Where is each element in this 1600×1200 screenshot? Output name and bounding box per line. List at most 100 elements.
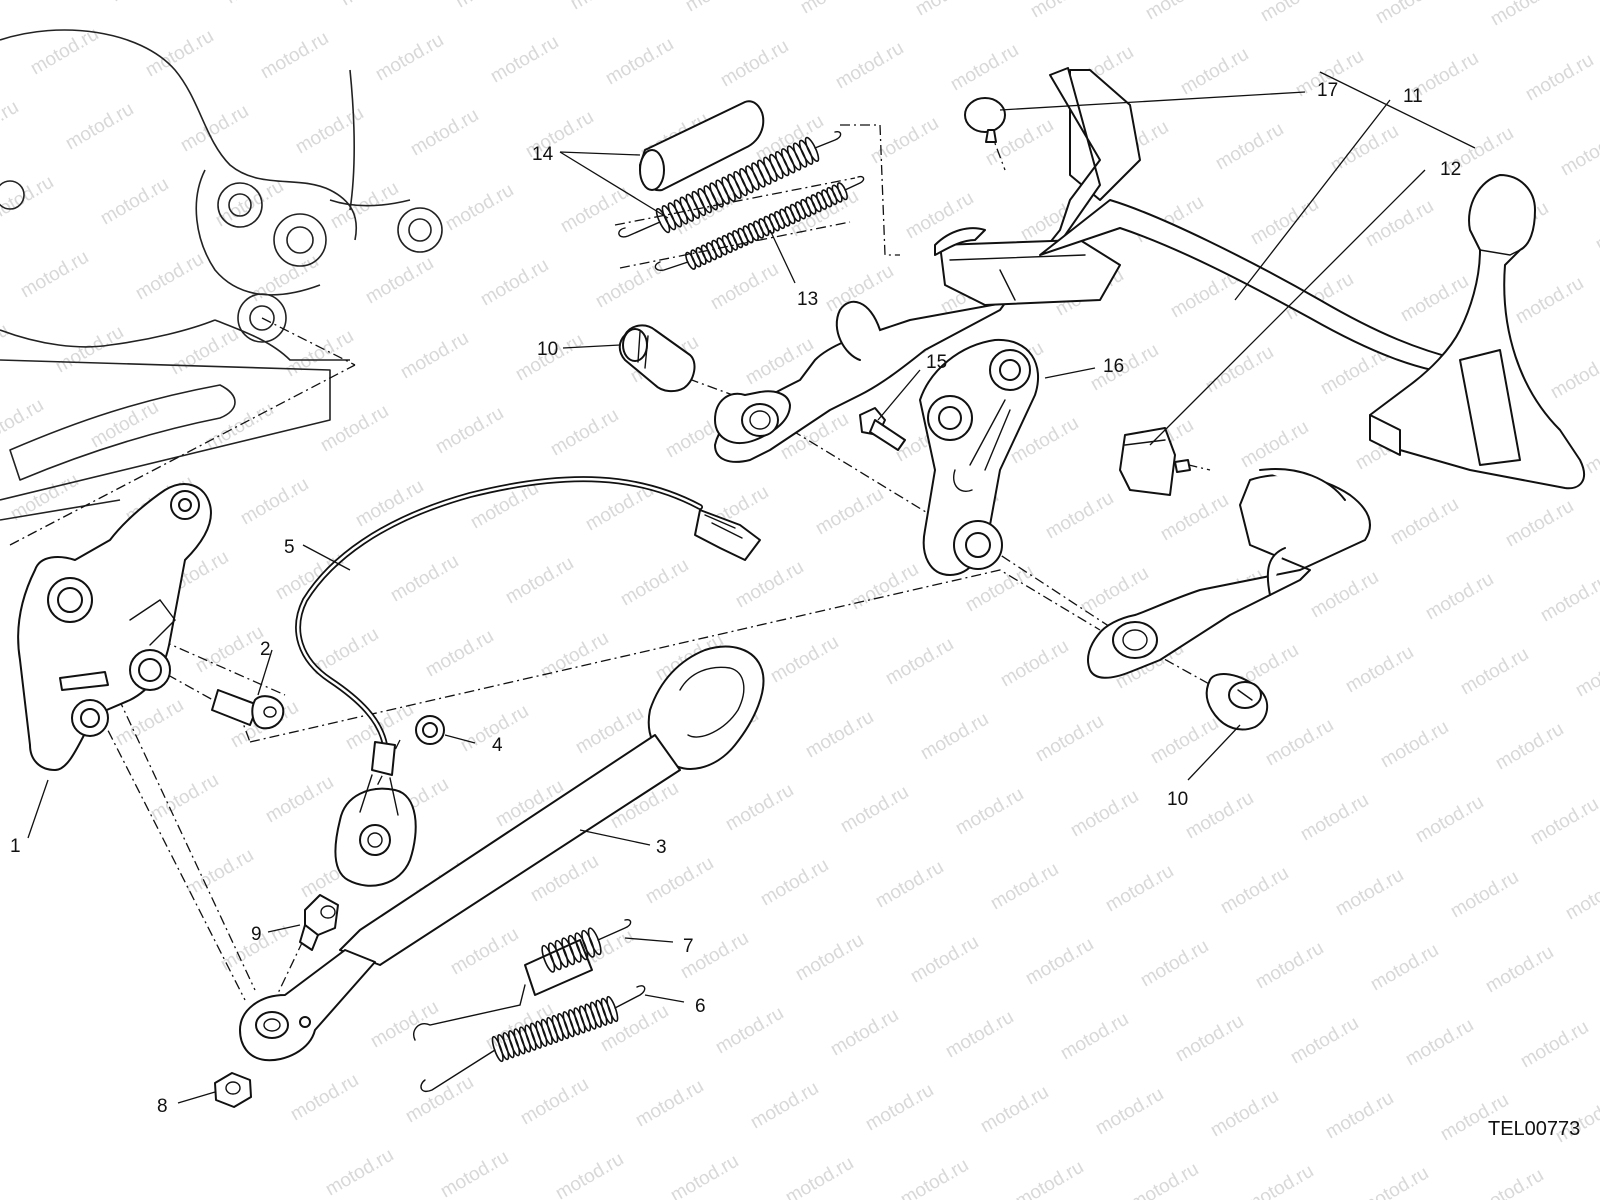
watermark-text: motod.ru	[1557, 125, 1600, 181]
watermark-text: motod.ru	[0, 395, 47, 451]
watermark-text: motod.ru	[87, 397, 162, 453]
watermark-text: motod.ru	[1257, 0, 1332, 26]
watermark-text: motod.ru	[862, 1080, 937, 1136]
watermark-text: motod.ru	[372, 30, 447, 86]
callout-7: 7	[683, 936, 694, 957]
part-11-center-stand	[714, 67, 1585, 679]
watermark-text: motod.ru	[552, 1149, 627, 1200]
part-12-rubber-pad	[1119, 427, 1191, 496]
callout-1: 1	[10, 836, 21, 857]
watermark-text: motod.ru	[1487, 0, 1562, 30]
watermark-text: motod.ru	[447, 924, 522, 980]
watermark-text: motod.ru	[632, 1076, 707, 1132]
watermark-text: motod.ru	[1387, 494, 1462, 550]
callout-5: 5	[284, 537, 295, 558]
watermark-text: motod.ru	[1547, 348, 1600, 404]
watermark-text: motod.ru	[422, 626, 497, 682]
watermark-text: motod.ru	[52, 322, 127, 378]
watermark-text: motod.ru	[407, 105, 482, 161]
watermark-text: motod.ru	[1202, 342, 1277, 398]
watermark-text: motod.ru	[1472, 1165, 1547, 1200]
watermark-text: motod.ru	[237, 474, 312, 530]
part-9-pin	[299, 894, 339, 951]
callout-labels: 1 2 3 4 5 6 7 8 9 10 10 11 12 13 14 15 1…	[10, 80, 1461, 1117]
watermark-text: motod.ru	[62, 99, 137, 155]
watermark-text: motod.ru	[442, 180, 517, 236]
callout-10-upper: 10	[537, 339, 558, 360]
watermark-text: motod.ru	[1057, 1009, 1132, 1065]
callout-2: 2	[260, 639, 271, 660]
watermark-text: motod.ru	[847, 559, 922, 615]
watermark-text: motod.ru	[867, 113, 942, 169]
watermark-text: motod.ru	[1517, 1017, 1592, 1073]
watermark-text: motod.ru	[1342, 642, 1417, 698]
watermark-text: motod.ru	[942, 1007, 1017, 1063]
watermark-text: motod.ru	[617, 555, 692, 611]
watermark-text: motod.ru	[897, 1155, 972, 1200]
watermark-text: motod.ru	[547, 405, 622, 461]
watermark-text: motod.ru	[832, 38, 907, 94]
watermark-text: motod.ru	[317, 401, 392, 457]
watermark-text: motod.ru	[1377, 717, 1452, 773]
watermark-text: motod.ru	[1457, 644, 1532, 700]
watermark-text: motod.ru	[262, 772, 337, 828]
watermark-text: motod.ru	[1367, 940, 1442, 996]
watermark-text: motod.ru	[1077, 563, 1152, 619]
watermark-text: motod.ru	[1262, 715, 1337, 771]
callout-4: 4	[492, 735, 503, 756]
watermark-text: motod.ru	[732, 557, 807, 613]
watermark-text: motod.ru	[1297, 790, 1372, 846]
watermark-text: motod.ru	[642, 853, 717, 909]
callout-6: 6	[695, 996, 706, 1017]
watermark-text: motod.ru	[812, 484, 887, 540]
watermark-text: motod.ru	[912, 0, 987, 20]
watermark-text: motod.ru	[1362, 196, 1437, 252]
watermark-text: motod.ru	[107, 0, 182, 6]
watermark-text: motod.ru	[782, 1153, 857, 1200]
part-2-bolt	[211, 689, 285, 730]
watermark-text: motod.ru	[537, 628, 612, 684]
watermark-text: motod.ru	[977, 1082, 1052, 1138]
watermark-text: motod.ru	[1252, 938, 1327, 994]
watermark-text: motod.ru	[792, 930, 867, 986]
watermark-text: motod.ru	[247, 251, 322, 307]
watermark-text: motod.ru	[387, 551, 462, 607]
watermark-text: motod.ru	[402, 1072, 477, 1128]
callout-16: 16	[1103, 356, 1124, 377]
watermark-text: motod.ru	[202, 399, 277, 455]
watermark-text: motod.ru	[1397, 271, 1472, 327]
watermark-text: motod.ru	[1402, 1015, 1477, 1071]
watermark-text: motod.ru	[987, 859, 1062, 915]
watermark-text: motod.ru	[1157, 490, 1232, 546]
watermark-text: motod.ru	[1332, 865, 1407, 921]
engine-housing	[0, 29, 443, 521]
watermark-text: motod.ru	[947, 40, 1022, 96]
watermark-text: motod.ru	[567, 0, 642, 14]
watermark-text: motod.ru	[212, 176, 287, 232]
watermark-text: motod.ru	[1092, 1084, 1167, 1140]
watermark-text: motod.ru	[517, 1074, 592, 1130]
leader-lines	[27, 71, 1476, 1104]
watermark-text: motod.ru	[1492, 719, 1567, 775]
watermark-text: motod.ru	[1482, 942, 1557, 998]
watermark-text: motod.ru	[182, 845, 257, 901]
watermark-text: motod.ru	[502, 553, 577, 609]
watermark-text: motod.ru	[1322, 1088, 1397, 1144]
watermark-text: motod.ru	[1502, 496, 1577, 552]
watermark-text: motod.ru	[0, 320, 12, 376]
watermark-text: motod.ru	[882, 634, 957, 690]
watermark-text: motod.ru	[1412, 792, 1487, 848]
watermark-text: motod.ru	[712, 1003, 787, 1059]
watermark-text: motod.ru	[997, 636, 1072, 692]
watermark-text: motod.ru	[222, 0, 297, 8]
watermark-text: motod.ru	[1242, 1161, 1317, 1200]
callout-10-lower: 10	[1167, 789, 1188, 810]
watermark-text: motod.ru	[17, 247, 92, 303]
watermark-text: motod.ru	[1592, 200, 1600, 256]
watermark-text: motod.ru	[0, 0, 67, 4]
watermark-text: motod.ru	[1137, 936, 1212, 992]
watermark-text: motod.ru	[682, 0, 757, 16]
watermark-text: motod.ru	[1102, 861, 1177, 917]
